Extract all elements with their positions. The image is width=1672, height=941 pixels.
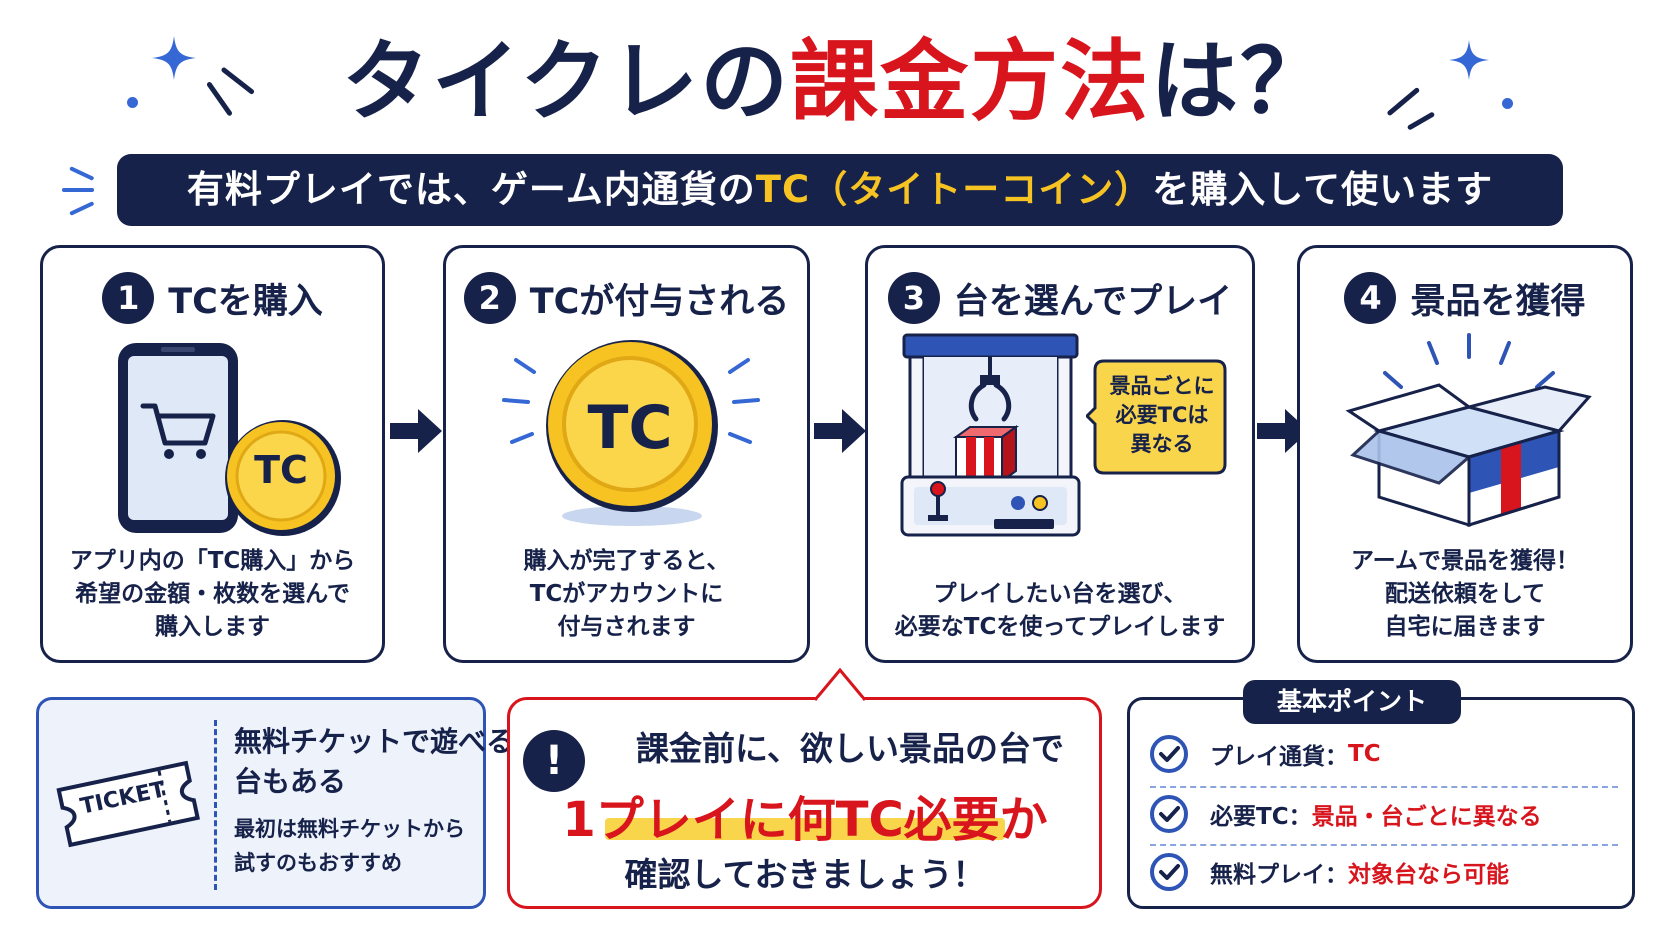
step-description-line: アームで景品を獲得！	[1351, 548, 1579, 574]
alert-line-2: 1プレイに何TC必要か	[562, 792, 1048, 848]
divider	[1150, 786, 1618, 788]
step-description-line: TCがアカウントに	[529, 581, 724, 607]
step-description-line: 配送依頼をして	[1384, 581, 1546, 607]
divider	[1150, 844, 1618, 846]
crane-machine-icon	[900, 333, 1081, 537]
callout-tail	[815, 668, 865, 702]
sparkle-icon	[152, 36, 196, 80]
decor-ray	[69, 166, 95, 181]
step-description-line: 購入が完了すると、	[523, 548, 730, 574]
key-point-row: 無料プレイ： 対象台なら可能	[1150, 846, 1620, 898]
step-description-line: アプリ内の「TC購入」から	[69, 548, 356, 574]
step-description-line: 付与されます	[557, 614, 696, 640]
step-title: 景品を獲得	[1410, 281, 1586, 322]
check-circle-icon	[1150, 735, 1188, 773]
step-header: 2 TCが付与される	[446, 270, 807, 326]
highlight-marker	[605, 818, 1005, 840]
key-point-value: 対象台なら可能	[1348, 862, 1509, 888]
step-number: 4	[1344, 272, 1397, 324]
key-point-label: プレイ通貨：	[1210, 744, 1348, 770]
key-point-label: 無料プレイ：	[1210, 862, 1348, 888]
arrow-right-icon	[390, 409, 442, 453]
step-header: 1 TCを購入	[43, 270, 382, 326]
important-note-panel	[507, 697, 1102, 909]
alert-line-3: 確認しておきましょう！	[624, 855, 986, 894]
step-description-line: 希望の金額・枚数を選んで	[75, 581, 350, 607]
key-point-row: 必要TC： 景品・台ごとに異なる	[1150, 788, 1620, 840]
bubble-text-line: 必要TCは	[1115, 403, 1209, 427]
divider	[214, 720, 217, 890]
ticket-panel-heading-line: 台もある	[234, 765, 347, 798]
step-title: TCが付与される	[529, 281, 790, 322]
sparkle-icon	[1449, 40, 1489, 80]
step-description-line: 必要なTCを使ってプレイします	[894, 614, 1226, 640]
step-header: 3 台を選んでプレイ	[868, 270, 1252, 326]
step-header: 4 景品を獲得	[1300, 270, 1630, 326]
step-number: 3	[887, 272, 940, 324]
step-card-3: 3 台を選んでプレイ 景品ごとに 必要TCは 異なる プレイしたい台を選び、 必…	[865, 245, 1255, 663]
check-circle-icon	[1150, 853, 1188, 891]
smartphone-cart-icon	[118, 343, 341, 536]
decor-dot	[1502, 98, 1513, 109]
ticket-panel-note-line: 最初は無料チケットから	[234, 817, 465, 841]
ticket-panel-heading-line: 無料チケットで遊べる	[234, 725, 515, 758]
check-circle-icon	[1150, 795, 1188, 833]
ticket-panel-note-line: 試すのもおすすめ	[234, 851, 402, 875]
title-part-1: タイクレの	[341, 30, 791, 133]
key-point-value: 景品・台ごとに異なる	[1311, 804, 1542, 830]
key-points-header: 基本ポイント	[1243, 680, 1461, 724]
banner-text-post: を購入して使います	[1152, 168, 1494, 211]
decor-dot	[127, 97, 138, 108]
key-point-label: 必要TC：	[1210, 804, 1312, 830]
banner-text-pre: 有料プレイでは、ゲーム内通貨の	[186, 168, 756, 211]
arrow-right-icon	[814, 409, 866, 453]
speech-bubble	[1086, 359, 1227, 475]
coin-icon	[502, 340, 760, 526]
step-card-4: 4 景品を獲得 アームで景品を獲得！ 配送依頼をして 自宅に届きます	[1297, 245, 1633, 663]
step-number: 2	[463, 272, 516, 324]
step-description-line: 購入します	[155, 614, 270, 640]
free-ticket-panel: TICKET 無料チケットで遊べる 台もある 最初は無料チケットから 試すのもお…	[36, 697, 514, 909]
coin-label: TC	[587, 393, 673, 463]
banner-highlight: TC（タイトーコイン）	[755, 168, 1153, 211]
step-card-2: 2 TCが付与される TC 購入が完了すると、 TCがアカウントに 付与されます	[443, 245, 810, 663]
step-number: 1	[102, 272, 155, 324]
step-title: TCを購入	[168, 281, 323, 322]
key-point-value: TC	[1348, 741, 1381, 767]
key-point-row: プレイ通貨： TC	[1150, 728, 1620, 780]
step-description-line: 自宅に届きます	[1384, 614, 1546, 640]
prize-box-icon	[1345, 333, 1592, 528]
intro-banner: 有料プレイでは、ゲーム内通貨のTC（タイトーコイン）を購入して使います	[117, 154, 1563, 226]
bubble-text-line: 異なる	[1130, 432, 1194, 456]
step-description-line: プレイしたい台を選び、	[933, 581, 1187, 607]
decor-ray	[69, 201, 95, 216]
bubble-text-line: 景品ごとに	[1109, 374, 1215, 398]
title-part-2: 課金方法	[790, 30, 1151, 133]
exclamation-icon: !	[523, 730, 585, 792]
arrow-right-icon	[1257, 409, 1309, 453]
page-title: タイクレの課金方法は？	[0, 22, 1672, 142]
step-title: 台を選んでプレイ	[953, 281, 1233, 322]
ticket-icon	[56, 760, 200, 848]
coin-label: TC	[254, 448, 308, 492]
key-points-panel	[1127, 697, 1635, 909]
alert-line-1: 課金前に、欲しい景品の台で	[635, 729, 1064, 768]
decor-ray	[62, 188, 94, 192]
step-card-1: 1 TCを購入 TC アプリ内の「TC購入」から 希望の金額・枚数を選んで 購入…	[40, 245, 385, 663]
title-part-3: は？	[1150, 30, 1331, 133]
